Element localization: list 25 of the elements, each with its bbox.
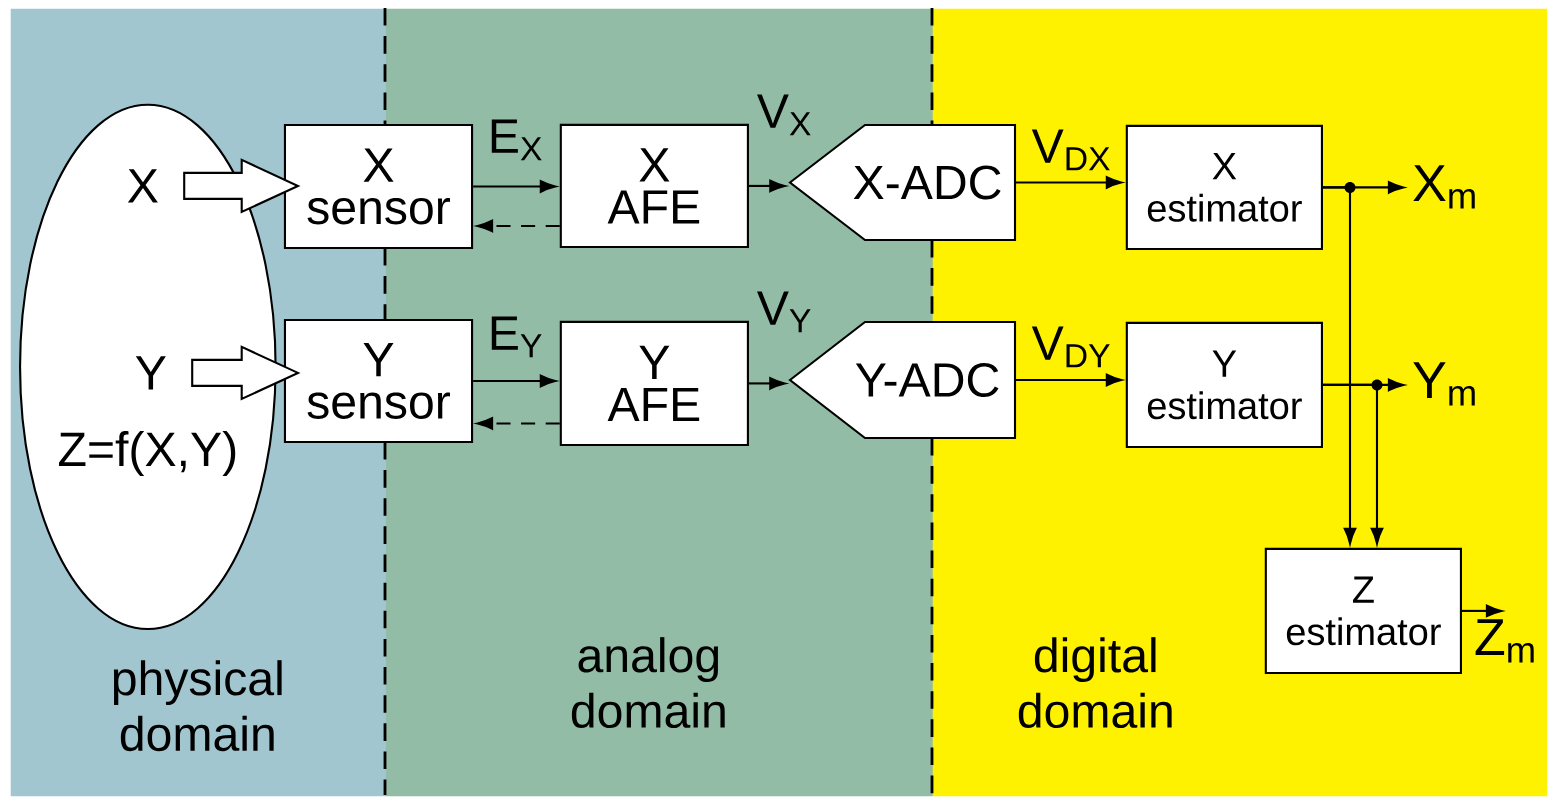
arrow (1323, 181, 1357, 545)
block-arrow (191, 345, 301, 401)
arrow (476, 219, 560, 233)
block-arrow (183, 158, 301, 214)
output-label: Z$_{m}$ (1475, 619, 1534, 663)
edge-label: V$_{DX}$ (1028, 126, 1116, 174)
arrow (749, 179, 786, 193)
block-box: Y AFE (559, 320, 749, 447)
arrow (1462, 604, 1503, 618)
arrow (1015, 373, 1123, 387)
edge-label: E$_{X}$ (484, 116, 548, 164)
output-label: Y$_{m}$ (1413, 362, 1475, 406)
edge-label: E$_{Y}$ (484, 313, 548, 361)
block-box: X sensor (283, 123, 474, 250)
block-box: X AFE (559, 123, 749, 248)
arrow (1323, 379, 1384, 545)
arrow (473, 374, 557, 388)
variable-label: Y (135, 356, 166, 390)
block-box: Y estimator (1125, 321, 1323, 449)
block-box: Z estimator (1264, 547, 1462, 674)
output-label: X$_{m}$ (1413, 165, 1475, 209)
block-box: Y sensor (283, 318, 474, 444)
block-box: X estimator (1125, 124, 1323, 250)
edge-label: V$_{DY}$ (1028, 323, 1116, 371)
variable-label: X (127, 169, 158, 203)
